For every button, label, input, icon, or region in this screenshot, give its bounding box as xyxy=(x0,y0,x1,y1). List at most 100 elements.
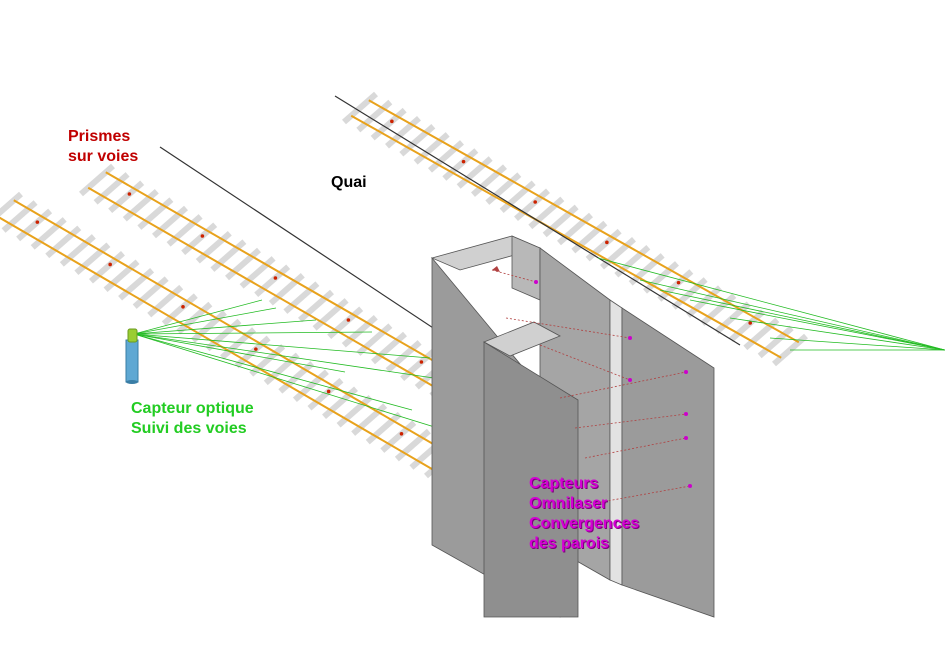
track-prism xyxy=(273,276,278,280)
track-prism xyxy=(533,200,537,204)
track-prism xyxy=(461,159,466,164)
sleeper xyxy=(283,281,320,314)
optical-ray xyxy=(729,317,945,351)
optical-ray xyxy=(133,333,346,373)
sleeper xyxy=(263,352,300,386)
front-wall-face xyxy=(483,341,579,618)
laser-sensor xyxy=(684,436,688,440)
sleeper xyxy=(342,91,378,125)
track-prism xyxy=(200,234,205,238)
sleeper xyxy=(514,188,550,222)
sleeper xyxy=(181,222,218,256)
sleeper xyxy=(108,180,145,214)
sleeper xyxy=(254,264,291,298)
sleeper xyxy=(118,267,155,301)
laser-ray xyxy=(584,485,691,506)
optical-ray xyxy=(133,299,263,335)
track-prism xyxy=(254,347,258,351)
omni-label-line1: Capteurs xyxy=(529,475,599,492)
track-prism xyxy=(108,262,112,267)
track-prism xyxy=(419,360,424,364)
optical-ray xyxy=(133,333,431,359)
sensor-mast xyxy=(125,339,139,383)
sleeper xyxy=(336,394,373,428)
laser-ray xyxy=(559,371,687,399)
track-prism xyxy=(748,321,752,325)
track-prism xyxy=(35,220,40,224)
sleeper xyxy=(757,325,794,359)
optical-ray xyxy=(133,333,489,387)
sleeper xyxy=(499,180,536,213)
optical-ray xyxy=(133,319,317,335)
sleeper xyxy=(30,217,67,250)
sleeper xyxy=(132,276,169,309)
optical-ray xyxy=(639,279,945,351)
prisms-on-tracks-label: Prismes sur voies xyxy=(68,127,138,167)
diaphragm-walls xyxy=(430,235,715,618)
track-prism xyxy=(346,318,351,322)
sleeper xyxy=(93,172,130,205)
back-wall-face xyxy=(511,235,541,301)
omni-label-line4: des parois xyxy=(529,535,610,552)
laser-sensor xyxy=(628,336,632,340)
sleeper xyxy=(671,277,708,310)
sleeper xyxy=(137,197,174,230)
sleeper xyxy=(614,245,651,278)
optical-ray xyxy=(659,289,945,351)
rail xyxy=(368,99,800,344)
track-prism xyxy=(127,192,132,196)
prisms-label-line1: Prismes xyxy=(68,128,131,145)
sleeper xyxy=(298,289,334,323)
sleeper xyxy=(341,314,378,348)
optical-sensor-label: Capteur optique Suivi des voies xyxy=(131,399,254,439)
sleeper xyxy=(190,310,227,343)
laser-arrowhead xyxy=(492,266,500,272)
sleeper xyxy=(628,253,665,286)
sleeper xyxy=(103,259,140,292)
sleeper xyxy=(365,411,402,445)
prisms-label-line2: sur voies xyxy=(68,148,139,165)
sleeper xyxy=(195,230,232,264)
optical-ray xyxy=(689,299,945,351)
track-prism xyxy=(326,389,331,394)
optical-ray xyxy=(133,333,413,411)
sleeper xyxy=(268,272,305,306)
optical-ray xyxy=(133,307,277,335)
track-prism xyxy=(676,280,681,285)
optical-label-line2: Suivi des voies xyxy=(131,420,247,437)
sleeper xyxy=(74,242,111,276)
sleeper xyxy=(161,293,198,326)
sensor-base xyxy=(126,380,138,384)
sleeper xyxy=(370,107,407,141)
sleeper xyxy=(0,191,23,217)
sleeper xyxy=(220,327,257,360)
optical-sensor xyxy=(125,328,139,384)
sleeper xyxy=(234,335,271,369)
laser-ray xyxy=(584,437,687,459)
sleeper xyxy=(413,132,450,165)
sleeper xyxy=(485,172,522,205)
sleeper xyxy=(166,214,203,247)
sleeper xyxy=(225,247,261,281)
sleeper xyxy=(380,420,417,453)
sleeper xyxy=(1,200,38,233)
sleeper xyxy=(122,188,159,222)
sleeper xyxy=(45,225,82,259)
track-prism xyxy=(605,240,609,245)
sleeper xyxy=(307,378,344,411)
sleeper xyxy=(249,344,286,377)
sleeper xyxy=(714,301,751,334)
sleeper xyxy=(371,331,407,365)
laser-sensor xyxy=(684,370,688,374)
sleeper xyxy=(686,285,722,318)
rail xyxy=(350,114,782,359)
laser-sensor xyxy=(628,378,632,382)
sleeper xyxy=(152,205,188,239)
sleeper xyxy=(600,236,636,270)
sleeper xyxy=(394,428,431,462)
sleeper xyxy=(147,284,184,318)
omni-label-line2: Omnilaser xyxy=(529,495,608,512)
optical-ray xyxy=(133,333,471,439)
laser-sensor xyxy=(688,484,692,488)
